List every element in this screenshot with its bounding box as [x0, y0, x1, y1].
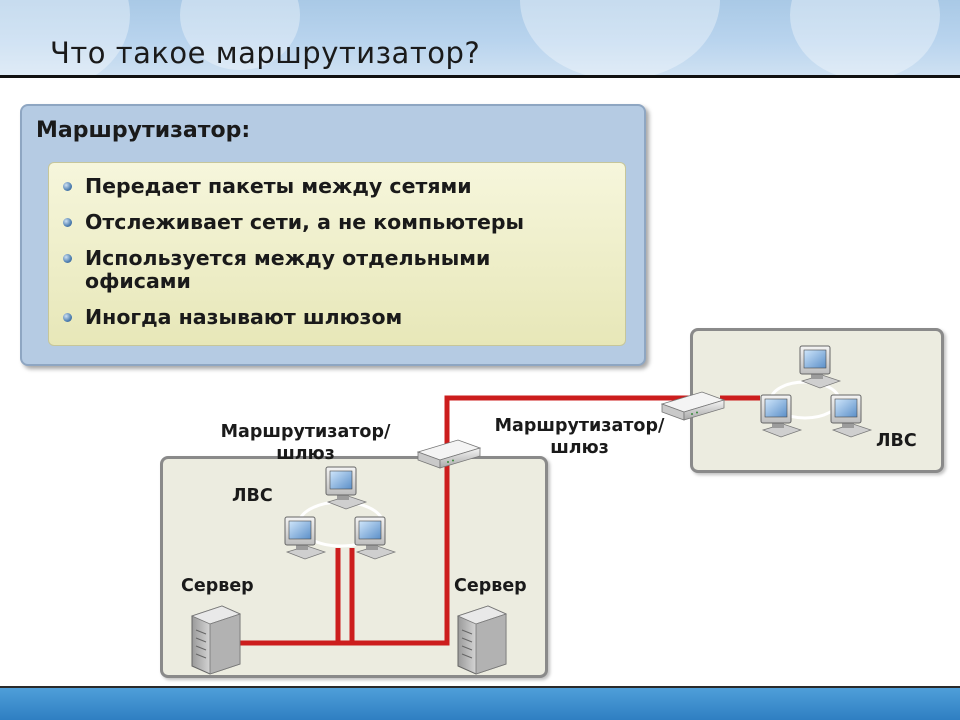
- slide-title: Что такое маршрутизатор?: [50, 36, 481, 70]
- definition-item: Используется между отдельными офисами: [63, 246, 575, 293]
- computer-icon: [284, 516, 326, 560]
- slide-footer: [0, 688, 960, 720]
- definition-panel: Маршрутизатор: Передает пакеты между сет…: [20, 104, 646, 366]
- bullet-icon: [63, 218, 72, 227]
- definition-item-text: Отслеживает сети, а не компьютеры: [85, 210, 525, 234]
- decorative-bubble: [790, 0, 940, 76]
- decorative-bubble: [0, 0, 130, 76]
- bullet-icon: [63, 254, 72, 263]
- definition-item-text: Используется между отдельными офисами: [85, 246, 491, 293]
- link-backbone: [238, 395, 690, 646]
- router-icon: [417, 439, 481, 469]
- router-right-label: Маршрутизатор/ шлюз: [494, 416, 665, 458]
- bullet-icon: [63, 182, 72, 191]
- server-left-label: Сервер: [181, 576, 254, 596]
- definition-item: Иногда называют шлюзом: [63, 305, 615, 329]
- server-icon: [191, 605, 241, 675]
- lan-left-label: ЛВС: [232, 486, 273, 506]
- server-icon: [457, 605, 507, 675]
- definition-item: Передает пакеты между сетями: [63, 174, 615, 198]
- slide-header: Что такое маршрутизатор?: [0, 0, 960, 76]
- definition-item-text: Передает пакеты между сетями: [85, 174, 472, 198]
- lan-right-label: ЛВС: [876, 431, 917, 451]
- title-divider: [0, 75, 960, 78]
- server-right-label: Сервер: [454, 576, 527, 596]
- definition-list: Передает пакеты между сетями Отслеживает…: [48, 162, 626, 346]
- definition-item: Отслеживает сети, а не компьютеры: [63, 210, 615, 234]
- definition-heading: Маршрутизатор:: [36, 118, 251, 143]
- computer-icon: [799, 345, 841, 389]
- computer-icon: [830, 394, 872, 438]
- computer-icon: [354, 516, 396, 560]
- bullet-icon: [63, 313, 72, 322]
- router-left-label: Маршрутизатор/ шлюз: [220, 422, 391, 464]
- network-links: [238, 395, 760, 646]
- footer-divider: [0, 686, 960, 688]
- definition-item-text: Иногда называют шлюзом: [85, 305, 403, 329]
- computer-icon: [325, 466, 367, 510]
